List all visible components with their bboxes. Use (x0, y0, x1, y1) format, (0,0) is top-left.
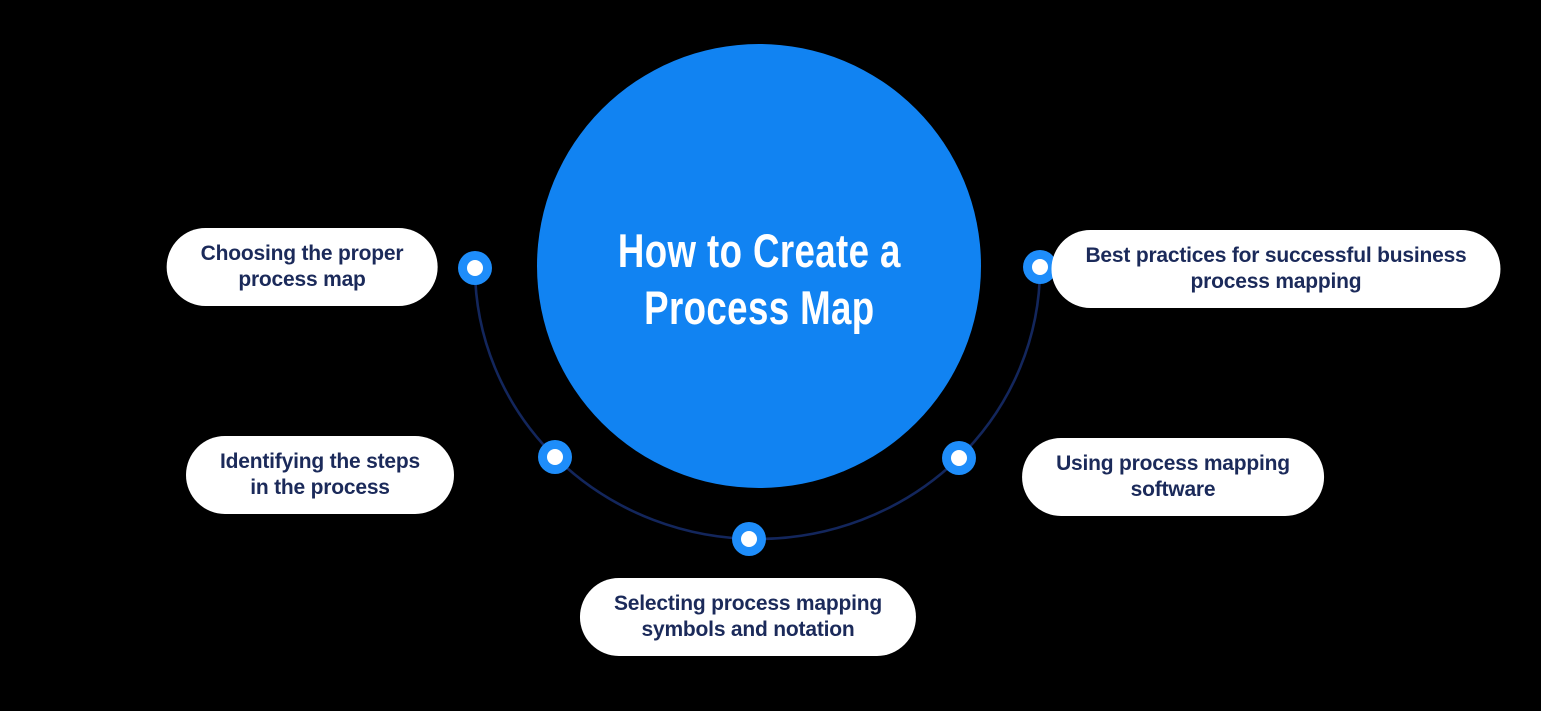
step-label-line: process mapping (1190, 270, 1362, 293)
step-node-4-icon (942, 441, 976, 475)
node-core-icon (547, 449, 563, 465)
node-core-icon (467, 260, 483, 276)
step-label-line: Using process mapping (1056, 451, 1290, 475)
step-label-line: software (1130, 478, 1216, 501)
node-core-icon (1032, 259, 1048, 275)
step-label-line: Choosing the proper (200, 241, 404, 265)
step-label-line: Selecting process mapping (613, 591, 883, 615)
step-label-best-practices: Best practices for successful business p… (1051, 229, 1501, 309)
diagram-title-line-2: Process Map (643, 281, 875, 334)
step-label-line: Identifying the steps (220, 449, 420, 473)
node-core-icon (741, 531, 757, 547)
step-label-choosing-proper-process-map: Choosing the proper process map (166, 227, 438, 307)
node-core-icon (951, 450, 967, 466)
diagram-title: How to Create a Process Map (618, 222, 901, 337)
step-label-line: in the process (250, 476, 390, 499)
step-label-line: process map (238, 268, 366, 291)
step-node-2-icon (538, 440, 572, 474)
step-node-1-icon (458, 251, 492, 285)
step-node-5-icon (1023, 250, 1057, 284)
step-label-line: Best practices for successful business (1085, 243, 1467, 267)
step-label-line: symbols and notation (641, 618, 855, 641)
step-label-selecting-symbols-notation: Selecting process mapping symbols and no… (579, 577, 917, 657)
step-label-identifying-steps: Identifying the steps in the process (186, 435, 454, 515)
step-label-using-mapping-software: Using process mapping software (1022, 437, 1324, 517)
diagram-title-line-1: How to Create a (617, 223, 901, 277)
step-node-3-icon (732, 522, 766, 556)
central-topic-circle: How to Create a Process Map (537, 44, 981, 488)
